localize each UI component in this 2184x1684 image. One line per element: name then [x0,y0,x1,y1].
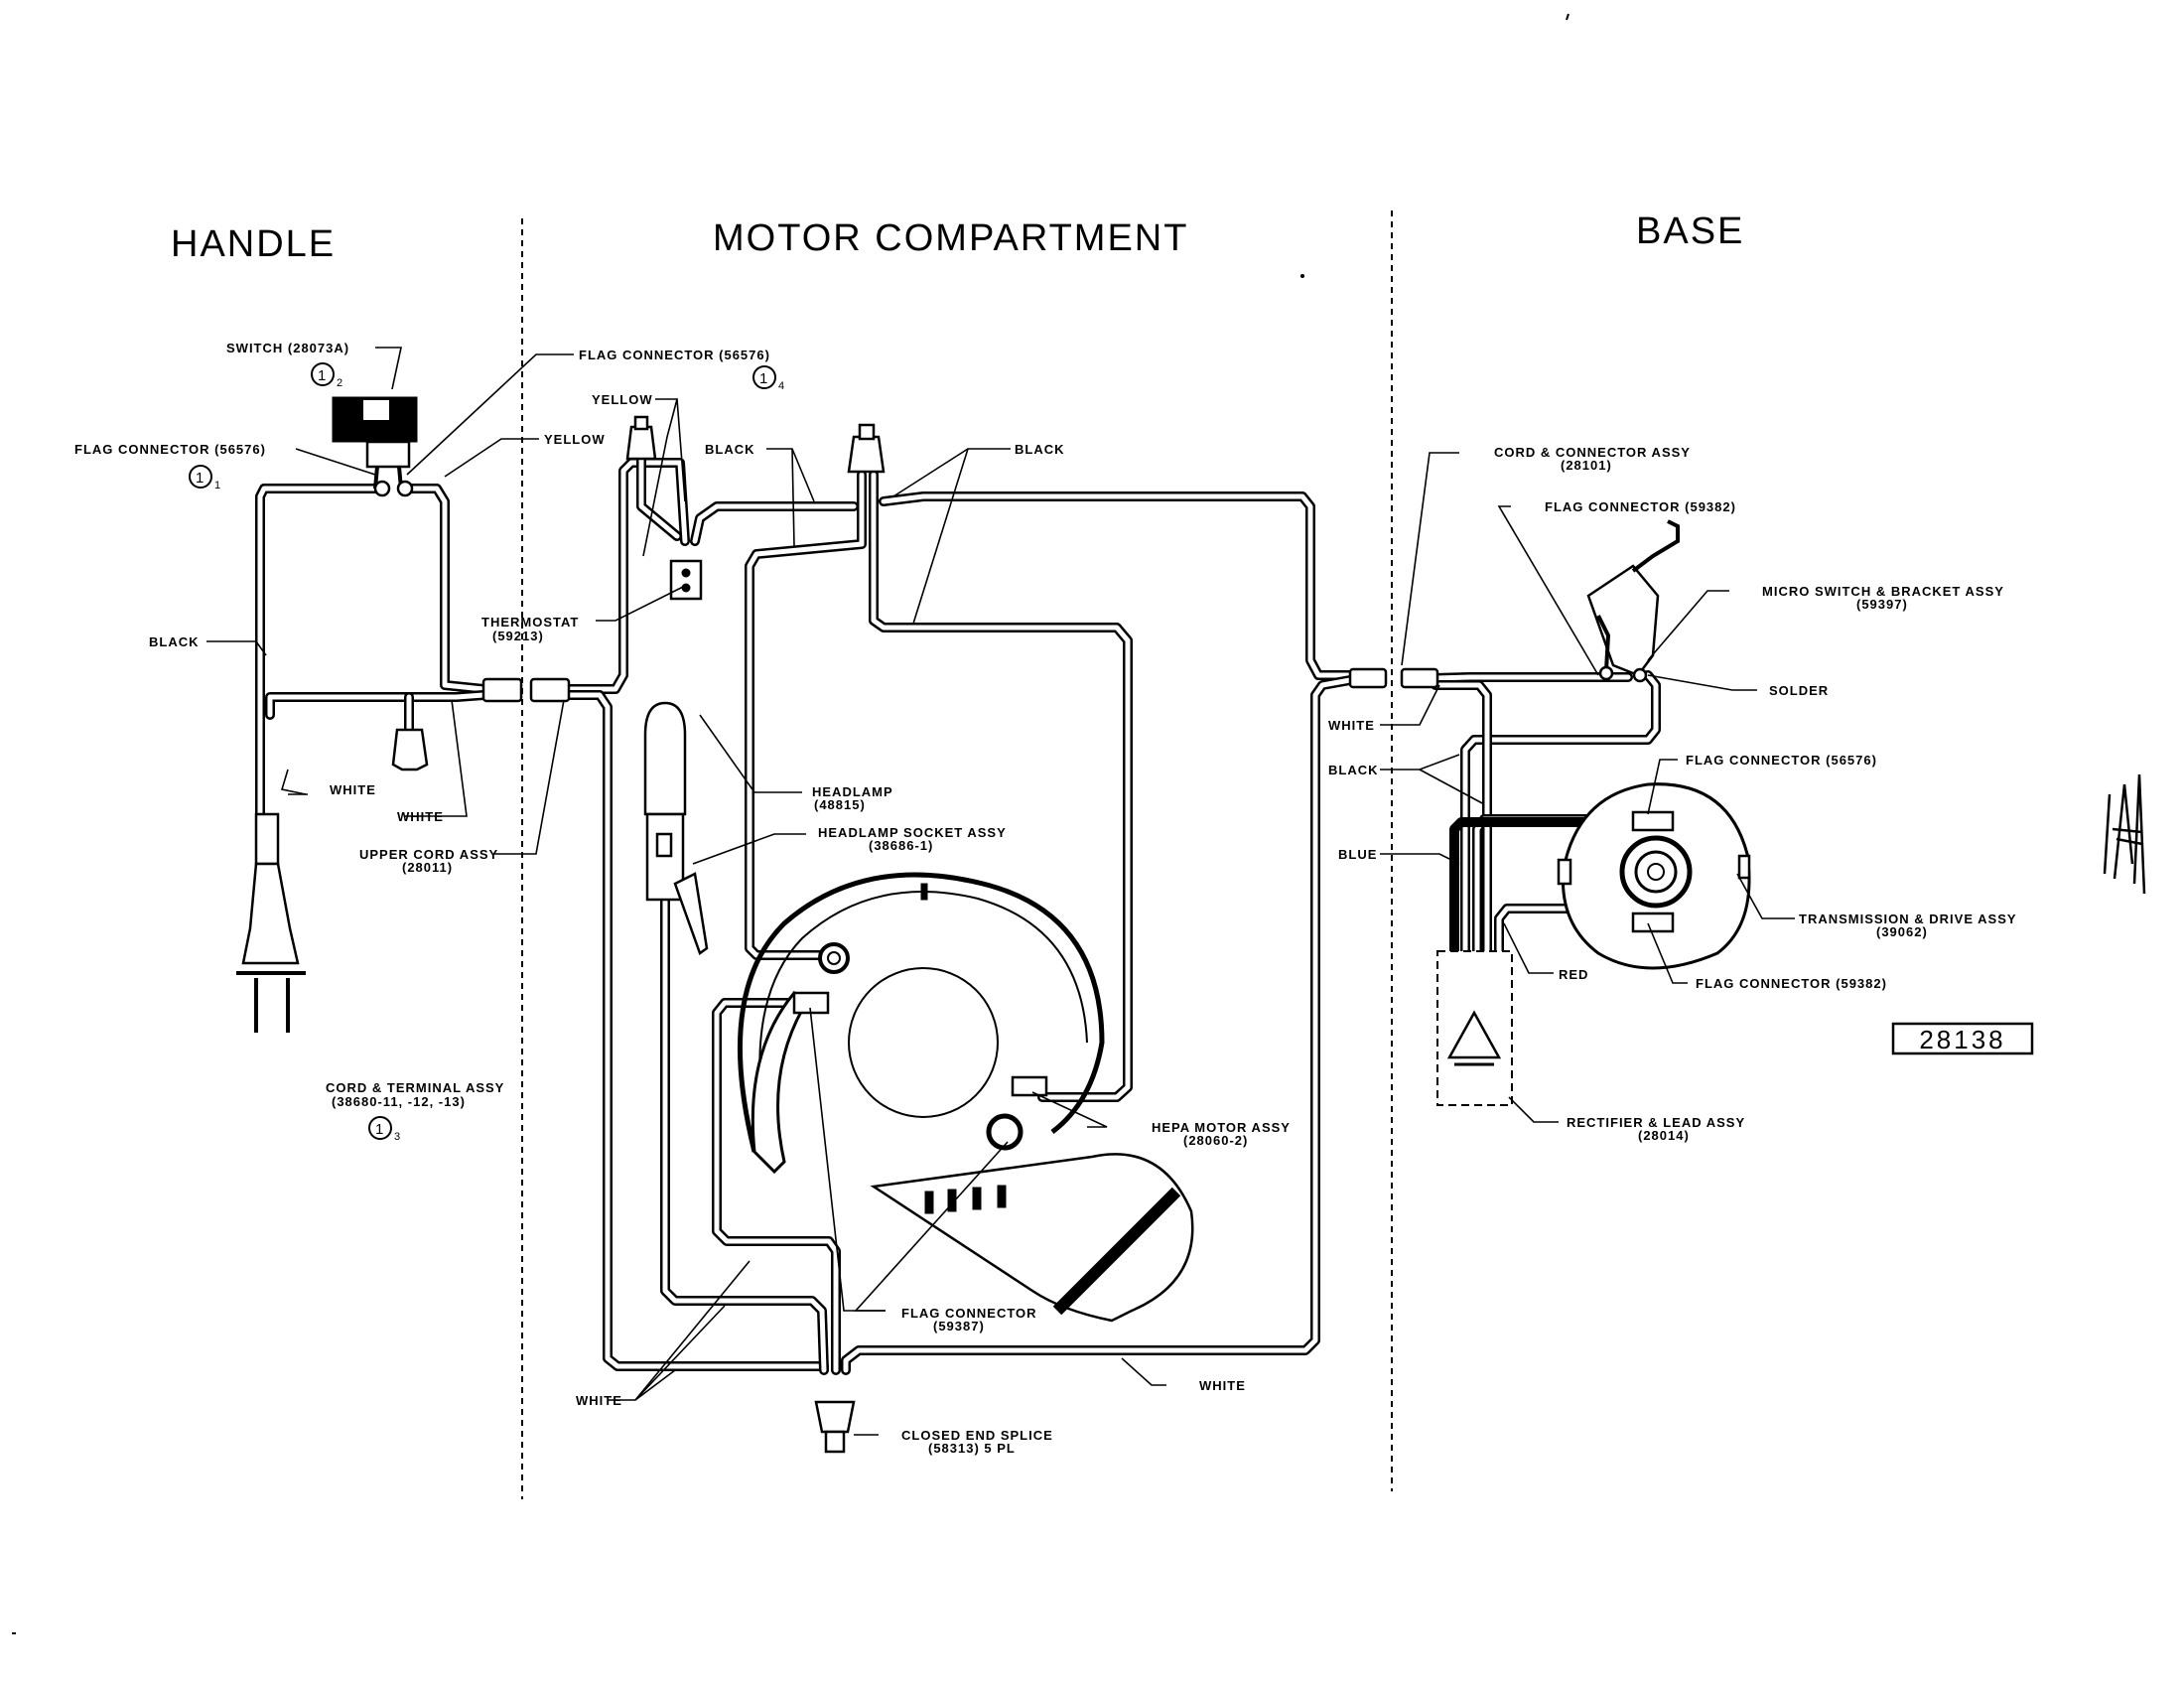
label-flag-connector-base-1: FLAG CONNECTOR (59382) [1545,499,1736,514]
leader-lines [206,347,1795,1436]
labels: SWITCH (28073A) FLAG CONNECTOR (56576) F… [74,341,2021,1456]
micro-switch-icon [1586,519,1680,683]
note-callout-1: 1 1 [189,465,220,491]
section-title-base: BASE [1636,210,1744,252]
svg-text:4: 4 [778,380,784,392]
closed-end-splice-icon [814,1400,856,1454]
label-white-2: WHITE [397,809,444,824]
label-rectifier: RECTIFIER & LEAD ASSY (28014) [1567,1115,1750,1143]
label-flag-connector-left: FLAG CONNECTOR (56576) [74,442,266,457]
svg-text:3: 3 [394,1131,400,1143]
label-black-motor-1: BLACK [705,442,755,457]
label-cord-terminal: CORD & TERMINAL ASSY (38680-11, -12, -13… [326,1080,509,1109]
yellow-wire-nut-icon [625,415,657,461]
label-white-1: WHITE [330,782,376,797]
label-transmission: TRANSMISSION & DRIVE ASSY (39062) [1799,912,2021,939]
label-black-motor-2: BLACK [1015,442,1065,457]
section-title-motor: MOTOR COMPARTMENT [713,217,1188,259]
label-blue-base: BLUE [1338,847,1377,862]
label-flag-connector-top: FLAG CONNECTOR (56576) [579,348,770,362]
plug-icon [236,812,306,1033]
headlamp-icon [643,701,709,955]
label-yellow-motor: YELLOW [592,392,653,407]
label-white-base: WHITE [1328,718,1375,733]
transmission-icon [1557,782,1751,970]
label-solder: SOLDER [1769,683,1829,698]
note-callout-4: 1 4 [752,365,784,392]
label-thermostat: THERMOSTAT (59213) [481,615,584,643]
label-cord-connector: CORD & CONNECTOR ASSY (28101) [1494,445,1695,473]
svg-text:1: 1 [214,480,220,491]
black-wire-nut-icon [847,423,886,474]
svg-text:1: 1 [375,1121,383,1138]
note-callout-2: 1 2 [311,362,342,389]
thermostat-icon [669,559,703,601]
wire-nut-icon [391,728,429,772]
svg-text:1: 1 [759,370,767,387]
label-headlamp: HEADLAMP (48815) [812,784,897,812]
label-black-handle: BLACK [149,634,200,649]
label-headlamp-socket: HEADLAMP SOCKET ASSY (38686-1) [818,825,1011,853]
label-closed-end-splice: CLOSED END SPLICE (58313) 5 PL [901,1428,1057,1456]
label-flag-connector-motor: FLAG CONNECTOR (59387) [901,1306,1041,1333]
label-switch: SWITCH (28073A) [226,341,349,355]
svg-text:1: 1 [196,470,204,487]
upper-cord-connector-icon [481,677,571,703]
drawing-number: 28138 [1919,1025,2005,1054]
label-red-base: RED [1559,967,1588,982]
label-flag-connector-base-3: FLAG CONNECTOR (59382) [1696,976,1887,991]
hepa-motor-icon [737,872,1194,1323]
label-micro-switch: MICRO SWITCH & BRACKET ASSY (59397) [1762,584,2008,612]
cord-connector-icon [1348,667,1439,689]
label-white-bottom-right: WHITE [1199,1378,1246,1393]
switch-icon [332,396,418,497]
wire-harness [255,444,1661,1375]
label-flag-connector-base-2: FLAG CONNECTOR (56576) [1686,753,1877,768]
section-title-handle: HANDLE [171,223,336,265]
label-hepa-motor: HEPA MOTOR ASSY (28060-2) [1152,1120,1295,1148]
label-upper-cord: UPPER CORD ASSY (28011) [359,847,503,875]
drawing-number-box: 28138 [1891,1022,2034,1055]
svg-text:1: 1 [318,367,326,384]
label-yellow-handle: YELLOW [544,432,606,447]
rectifier-icon [1436,950,1513,1106]
note-callout-3: 1 3 [368,1116,400,1143]
margin-mark-icon [2103,773,2146,895]
svg-text:2: 2 [337,377,342,389]
stray-marks [12,13,1570,1634]
label-white-bottom-left: WHITE [576,1393,622,1408]
label-black-base: BLACK [1328,763,1379,777]
